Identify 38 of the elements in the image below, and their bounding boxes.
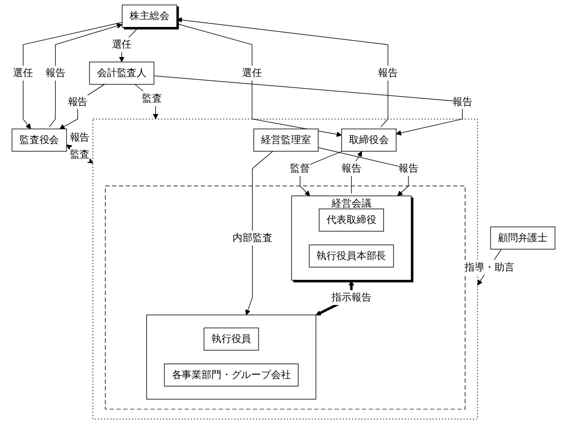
edge-label: 報告 (45, 66, 66, 79)
arrow (318, 147, 409, 196)
edge-label: 報告 (398, 162, 418, 174)
arrow (245, 150, 274, 316)
arrow (300, 150, 342, 196)
arrow (176, 23, 342, 137)
node-box: 代表取締役 (318, 208, 384, 232)
node-box: 経営監理室 (253, 128, 319, 152)
edge-label: 指示報告 (332, 291, 372, 304)
edge-label: 監督 (290, 162, 310, 174)
node-box: 執行役員 (204, 328, 259, 351)
cluster (104, 186, 466, 410)
edge-label: 選任 (13, 66, 34, 79)
edge-label: 内部監査 (232, 232, 272, 244)
edge-label: 報告 (341, 162, 362, 174)
arrow (154, 76, 463, 136)
node-box: 株主総会 (122, 4, 178, 28)
edge-label: 報告 (70, 131, 90, 144)
arrow (49, 23, 122, 128)
node-box: 会計監査人 (89, 62, 154, 85)
edge-label: 指導・助言 (464, 260, 514, 273)
arrow (59, 84, 105, 130)
edge-label: 選任 (242, 66, 262, 79)
arrow (176, 17, 388, 128)
node-box: 各事業部門・グループ会社 (164, 364, 299, 386)
node-box: 執行役員本部長 (308, 244, 394, 268)
arrow (22, 22, 122, 130)
node-box: 監査役会 (12, 128, 67, 152)
node-box: 顧問弁護士 (490, 226, 556, 250)
arrow (351, 151, 362, 194)
edge-label: 監査 (142, 92, 162, 104)
edge-label: 監査 (70, 148, 90, 160)
edge-label: 報告 (378, 66, 398, 79)
edge-label: 選任 (112, 38, 132, 50)
cluster (146, 314, 316, 400)
edge-label: 報告 (452, 95, 472, 108)
node-box: 取締役会 (341, 128, 396, 152)
edge-label: 報告 (68, 95, 88, 108)
